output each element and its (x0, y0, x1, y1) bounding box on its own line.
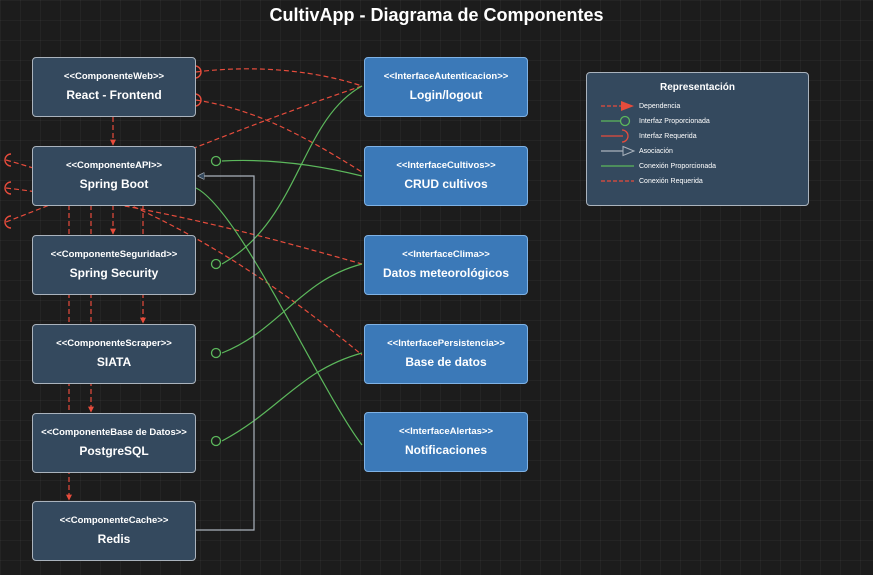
provided-lollipop-icon (601, 115, 631, 127)
legend-title: Representación (659, 82, 736, 93)
interface-name: Datos meteorológicos (382, 266, 510, 280)
association-cache-api (196, 176, 255, 531)
provided-lollipop-security (210, 258, 222, 270)
legend-label-association: Asociación (639, 148, 673, 155)
interface-name: Login/logout (409, 88, 483, 102)
component-web[interactable]: <<ComponenteWeb>> React - Frontend (32, 57, 196, 117)
interface-crops[interactable]: <<InterfaceCultivos>> CRUD cultivos (364, 146, 528, 206)
component-cache[interactable]: <<ComponenteCache>> Redis (32, 501, 196, 561)
component-stereotype: <<ComponenteSeguridad>> (50, 249, 178, 260)
legend-label-required-connection: Conexión Requerida (639, 178, 703, 185)
required-socket-icon (601, 129, 629, 143)
legend-label-provided-connection: Conexión Proporcionada (639, 163, 717, 170)
interface-weather[interactable]: <<InterfaceClima>> Datos meteorológicos (364, 235, 528, 295)
component-name: Spring Boot (79, 177, 149, 191)
provided-security-auth (221, 85, 363, 265)
interface-persistence[interactable]: <<InterfacePersistencia>> Base de datos (364, 324, 528, 384)
provided-api-alerts (195, 187, 363, 446)
legend-label-dependency: Dependencia (639, 103, 681, 110)
interface-auth[interactable]: <<InterfaceAutenticacion>> Login/logout (364, 57, 528, 117)
component-name: Spring Security (69, 266, 159, 280)
component-name: Redis (97, 532, 131, 546)
component-api[interactable]: <<ComponenteAPI>> Spring Boot (32, 146, 196, 206)
interface-stereotype: <<InterfacePersistencia>> (387, 338, 505, 349)
component-name: React - Frontend (66, 88, 162, 102)
association-arrow-icon (601, 145, 636, 157)
legend-symbols (601, 101, 636, 182)
component-stereotype: <<ComponenteScraper>> (56, 338, 172, 349)
connection-web-auth (195, 68, 363, 87)
interface-stereotype: <<InterfaceAutenticacion>> (383, 71, 509, 82)
component-stereotype: <<ComponenteBase de Datos>> (41, 427, 187, 438)
provided-api-crops (221, 159, 363, 177)
component-stereotype: <<ComponenteAPI>> (65, 160, 163, 171)
interface-stereotype: <<InterfaceClima>> (402, 249, 490, 260)
required-socket-api-1 (4, 153, 12, 167)
component-name: SIATA (96, 355, 132, 369)
interface-name: CRUD cultivos (404, 177, 488, 191)
connection-web-crops (195, 99, 363, 173)
component-stereotype: <<ComponenteCache>> (59, 515, 169, 526)
interface-name: Notificaciones (404, 443, 488, 457)
provided-lollipop-api (210, 155, 222, 167)
required-socket-web-1 (194, 65, 202, 79)
legend: Representación Dependencia Interfaz Prop… (586, 72, 809, 206)
diagram-title: CultivApp - Diagrama de Componentes (269, 5, 604, 25)
required-socket-api-2 (4, 181, 12, 195)
dependency-arrow-icon (601, 101, 634, 111)
component-scraper[interactable]: <<ComponenteScraper>> SIATA (32, 324, 196, 384)
component-db[interactable]: <<ComponenteBase de Datos>> PostgreSQL (32, 413, 196, 473)
interface-stereotype: <<InterfaceCultivos>> (396, 160, 496, 171)
interface-alerts[interactable]: <<InterfaceAlertas>> Notificaciones (364, 412, 528, 472)
interface-name: Base de datos (405, 355, 487, 369)
required-socket-web-2 (194, 93, 202, 107)
provided-db-persistence (221, 352, 363, 442)
required-socket-api-3 (4, 215, 12, 229)
provided-lollipop-db (210, 435, 222, 447)
legend-label-provided-interface: Interfaz Proporcionada (639, 118, 710, 125)
interface-stereotype: <<InterfaceAlertas>> (398, 426, 493, 437)
provided-lollipop-scraper (210, 347, 222, 359)
component-stereotype: <<ComponenteWeb>> (63, 71, 165, 82)
legend-label-required-interface: Interfaz Requerida (639, 133, 697, 140)
component-security[interactable]: <<ComponenteSeguridad>> Spring Security (32, 235, 196, 295)
component-name: PostgreSQL (79, 444, 149, 458)
provided-scraper-weather (221, 263, 363, 354)
